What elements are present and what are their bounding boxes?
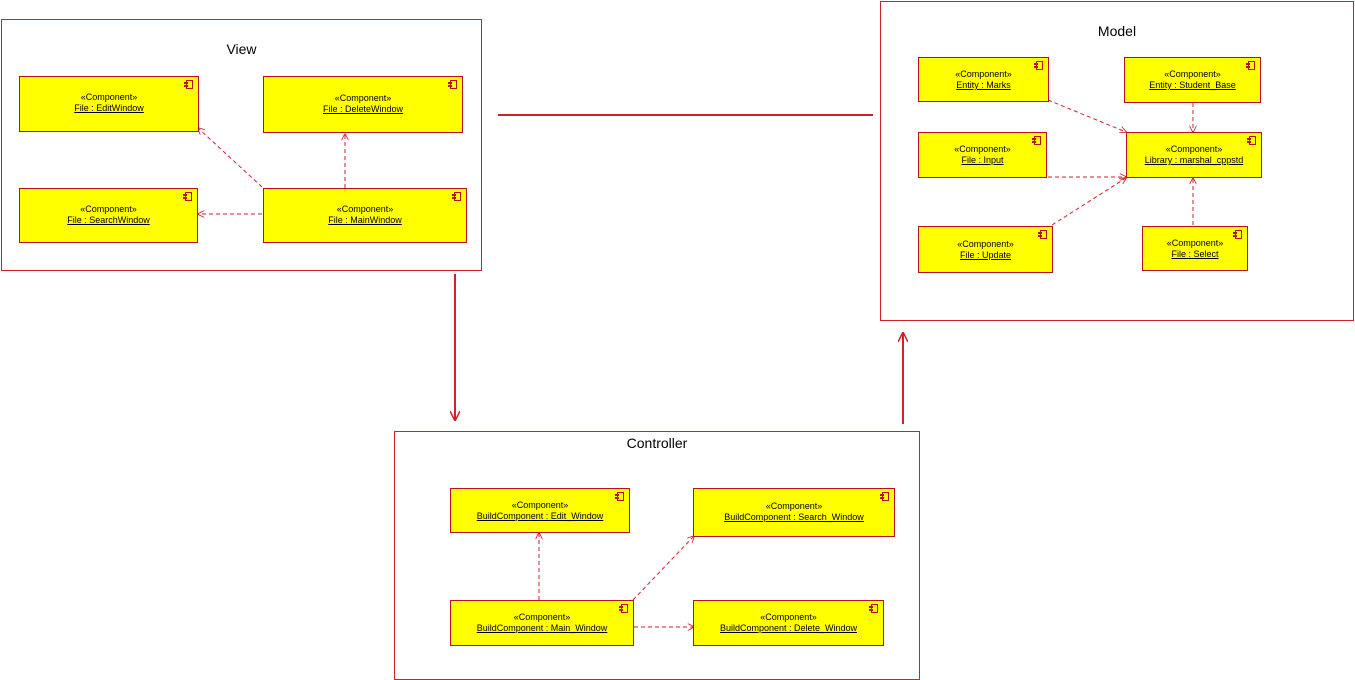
component-bc-delete-window[interactable]: «Component» BuildComponent : Delete_Wind… <box>693 600 884 646</box>
component-name: File : DeleteWindow <box>322 104 404 114</box>
stereotype-label: «Component» <box>955 69 1012 79</box>
component-name: File : Select <box>1171 249 1219 259</box>
component-bc-edit-window[interactable]: «Component» BuildComponent : Edit_Window <box>450 488 630 533</box>
component-name: Entity : Student_Base <box>1149 80 1236 90</box>
component-main-window[interactable]: «Component» File : MainWindow <box>263 188 467 243</box>
component-icon <box>184 80 193 89</box>
component-name: BuildComponent : Search_Window <box>724 512 864 522</box>
component-marks[interactable]: «Component» Entity : Marks <box>918 57 1049 102</box>
component-name: Entity : Marks <box>956 80 1011 90</box>
component-name: BuildComponent : Delete_Window <box>719 623 858 633</box>
package-view-title: View <box>226 41 257 57</box>
component-name: File : SearchWindow <box>67 215 150 225</box>
component-delete-window[interactable]: «Component» File : DeleteWindow <box>263 76 463 133</box>
component-name: BuildComponent : Main_Window <box>476 623 608 633</box>
stereotype-label: «Component» <box>336 204 394 214</box>
component-select[interactable]: «Component» File : Select <box>1142 226 1248 271</box>
component-icon <box>880 492 889 501</box>
component-bc-search-window[interactable]: «Component» BuildComponent : Search_Wind… <box>693 488 895 537</box>
component-icon <box>1038 230 1047 239</box>
component-name: Library : marshal_cppstd <box>1144 155 1244 165</box>
stereotype-label: «Component» <box>765 501 823 511</box>
component-bc-main-window[interactable]: «Component» BuildComponent : Main_Window <box>450 600 634 646</box>
component-icon <box>869 604 878 613</box>
stereotype-label: «Component» <box>957 239 1014 249</box>
component-icon <box>619 604 628 613</box>
component-icon <box>1034 61 1043 70</box>
component-icon <box>183 192 192 201</box>
component-input[interactable]: «Component» File : Input <box>918 132 1047 178</box>
component-icon <box>1247 136 1256 145</box>
stereotype-label: «Component» <box>80 204 137 214</box>
component-icon <box>1032 136 1041 145</box>
stereotype-label: «Component» <box>80 92 138 102</box>
component-name: BuildComponent : Edit_Window <box>476 511 604 521</box>
component-name: File : Input <box>961 155 1004 165</box>
stereotype-label: «Component» <box>511 500 569 510</box>
stereotype-label: «Component» <box>760 612 817 622</box>
package-controller-title: Controller <box>626 435 688 451</box>
component-edit-window[interactable]: «Component» File : EditWindow <box>19 76 199 132</box>
component-name: File : MainWindow <box>328 215 402 225</box>
stereotype-label: «Component» <box>334 93 392 103</box>
component-icon <box>1233 230 1242 239</box>
component-name: File : EditWindow <box>74 103 144 113</box>
component-icon <box>448 80 457 89</box>
component-student-base[interactable]: «Component» Entity : Student_Base <box>1124 57 1261 103</box>
component-update[interactable]: «Component» File : Update <box>918 226 1053 273</box>
package-model-title: Model <box>1097 23 1137 39</box>
stereotype-label: «Component» <box>513 612 571 622</box>
component-icon <box>1246 61 1255 70</box>
stereotype-label: «Component» <box>1165 144 1223 154</box>
component-search-window[interactable]: «Component» File : SearchWindow <box>19 188 198 243</box>
component-name: File : Update <box>959 250 1012 260</box>
stereotype-label: «Component» <box>1164 69 1221 79</box>
component-icon <box>615 492 624 501</box>
component-library[interactable]: «Component» Library : marshal_cppstd <box>1126 132 1262 178</box>
stereotype-label: «Component» <box>1166 238 1224 248</box>
stereotype-label: «Component» <box>954 144 1011 154</box>
component-icon <box>452 192 461 201</box>
